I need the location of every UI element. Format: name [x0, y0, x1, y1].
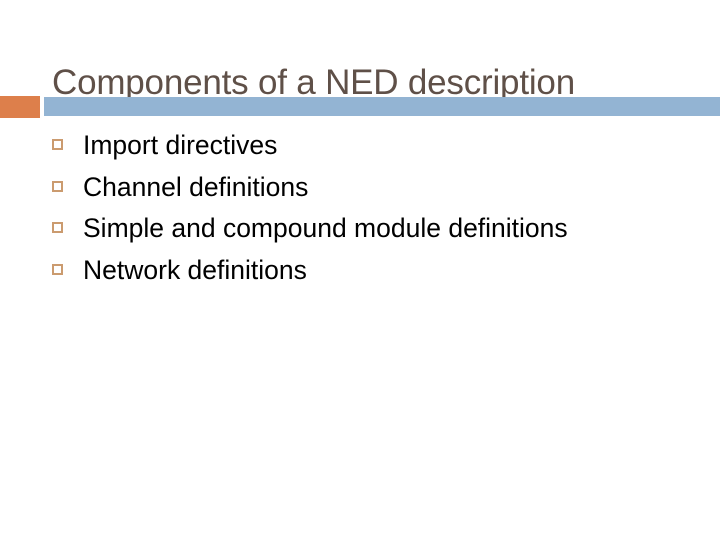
list-item: Network definitions [52, 252, 702, 294]
bullet-list: Import directives Channel definitions Si… [52, 127, 702, 293]
list-item-label: Network definitions [83, 254, 307, 285]
page-title: Components of a NED description [52, 63, 575, 103]
title-divider [0, 95, 720, 119]
list-item: Channel definitions [52, 169, 702, 211]
accent-block [0, 96, 40, 118]
square-bullet-icon [52, 139, 63, 150]
divider-bar [44, 97, 720, 116]
list-item: Import directives [52, 127, 702, 169]
list-item-label: Simple and compound module definitions [83, 213, 568, 243]
list-item-label: Import directives [83, 130, 278, 160]
list-item-label: Channel definitions [83, 171, 309, 202]
square-bullet-icon [52, 263, 63, 275]
square-bullet-icon [52, 180, 63, 192]
list-item: Simple and compound module definitions [52, 210, 702, 252]
square-bullet-icon [52, 222, 63, 233]
